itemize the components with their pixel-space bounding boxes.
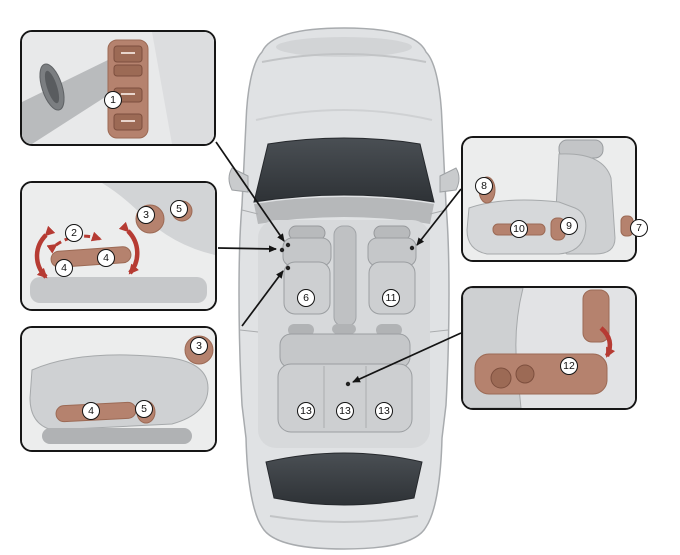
- passenger-seat-illustration: [463, 138, 635, 260]
- lumbar-knob: [171, 200, 193, 222]
- door-seam: [429, 329, 449, 333]
- front-left-seat: [282, 225, 332, 315]
- memory-seat-switch-panel: [107, 39, 149, 139]
- callout-box-rear-armrest: [461, 286, 637, 410]
- left-mirror-icon: [228, 167, 249, 193]
- callout-box-memory-control: [20, 30, 216, 146]
- front-right-seat: [367, 225, 417, 315]
- door-seam: [239, 329, 259, 333]
- door-handle: [39, 63, 65, 111]
- cupholder: [490, 367, 512, 389]
- slide-switch: [492, 223, 546, 236]
- lumbar-switch: [620, 215, 634, 237]
- bolster-switch: [478, 176, 496, 204]
- rear-window: [265, 452, 423, 506]
- recline-knob: [135, 204, 165, 234]
- seat-base: [30, 277, 207, 303]
- windshield: [253, 137, 435, 203]
- power-seat-switch-illustration: [22, 183, 215, 309]
- height-arrow-icon: [34, 225, 56, 279]
- callout-box-passenger-seat-switches: [461, 136, 637, 262]
- rear-seat: [277, 324, 413, 433]
- hood-line: [261, 53, 427, 63]
- callout-target-dots: [279, 242, 415, 387]
- recline-switch: [550, 217, 566, 241]
- recline-knob: [184, 335, 214, 365]
- cupholder: [515, 364, 535, 384]
- leader-lines: [215, 141, 462, 383]
- folding-armrest: [474, 353, 608, 395]
- fold-down-arrow-icon: [599, 326, 616, 358]
- trunk-line: [269, 515, 419, 523]
- door-seam: [241, 209, 259, 215]
- door-trim: [152, 32, 214, 144]
- armrest-illustration: [463, 288, 635, 408]
- door-panel-illustration: [22, 32, 214, 144]
- center-console: [333, 225, 357, 327]
- cowl-panel: [254, 197, 434, 224]
- right-mirror-icon: [439, 167, 460, 193]
- slide-lever-knob: [136, 400, 156, 424]
- callout-box-power-seat-switches: [20, 181, 217, 311]
- height-arrow-icon: [118, 221, 140, 275]
- seat-rail: [42, 428, 192, 444]
- callout-box-manual-seat-levers: [20, 326, 217, 452]
- hood-shading: [276, 37, 412, 57]
- hood-line: [255, 109, 433, 121]
- manual-seat-illustration: [22, 328, 215, 450]
